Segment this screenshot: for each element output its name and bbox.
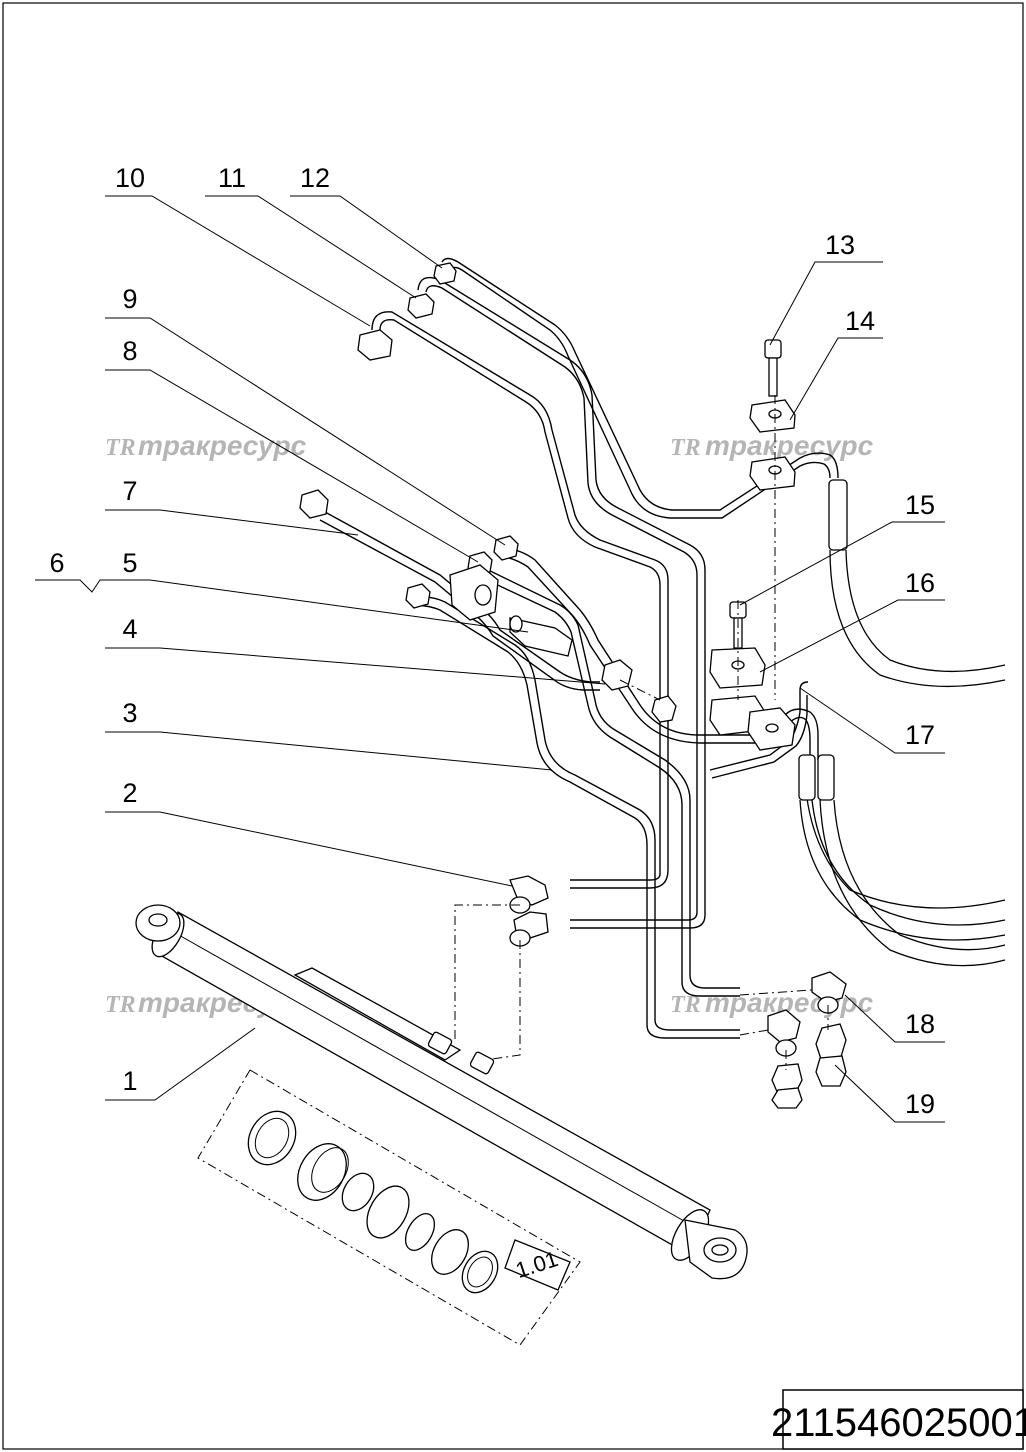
callout-9: 9	[122, 284, 137, 314]
callout-17: 17	[905, 720, 935, 750]
center-lines	[439, 395, 829, 1070]
fittings	[299, 262, 847, 1109]
callout-3: 3	[122, 698, 137, 728]
watermark-text: тракресурс	[138, 430, 307, 461]
hydraulic-cylinder	[135, 904, 748, 1280]
callout-15: 15	[905, 490, 935, 520]
watermark-text: тракресурс	[705, 430, 874, 461]
watermark-logo: TR	[105, 992, 136, 1018]
callout-4: 4	[122, 614, 137, 644]
title-block: 211546025001	[771, 1389, 1026, 1450]
callout-1: 1	[122, 1066, 137, 1096]
callout-12: 12	[300, 163, 330, 193]
callout-7: 7	[122, 476, 137, 506]
callout-labels: 10 11 12 9 8 7 6 5 4 3 2 1 13 14 15 16 1…	[49, 163, 935, 1119]
pipe-lines	[319, 257, 839, 1039]
callout-2: 2	[122, 778, 137, 808]
seal-kit: 1.01	[197, 1069, 581, 1346]
callout-8: 8	[122, 336, 137, 366]
callout-19: 19	[905, 1089, 935, 1119]
callout-14: 14	[845, 306, 875, 336]
document-number: 211546025001	[771, 1401, 1026, 1445]
callout-16: 16	[905, 568, 935, 598]
callout-18: 18	[905, 1009, 935, 1039]
watermark-logo: TR	[105, 435, 136, 461]
callout-13: 13	[825, 230, 855, 260]
callout-10: 10	[115, 163, 145, 193]
hoses	[798, 479, 1006, 967]
watermark-2: TR тракресурс	[670, 430, 874, 461]
callout-5: 5	[122, 548, 137, 578]
callout-11: 11	[218, 163, 246, 193]
callout-leaders	[35, 195, 945, 1123]
callout-6: 6	[49, 548, 64, 578]
watermark-1: TR тракресурс	[105, 430, 307, 461]
watermark-logo: TR	[670, 435, 701, 461]
